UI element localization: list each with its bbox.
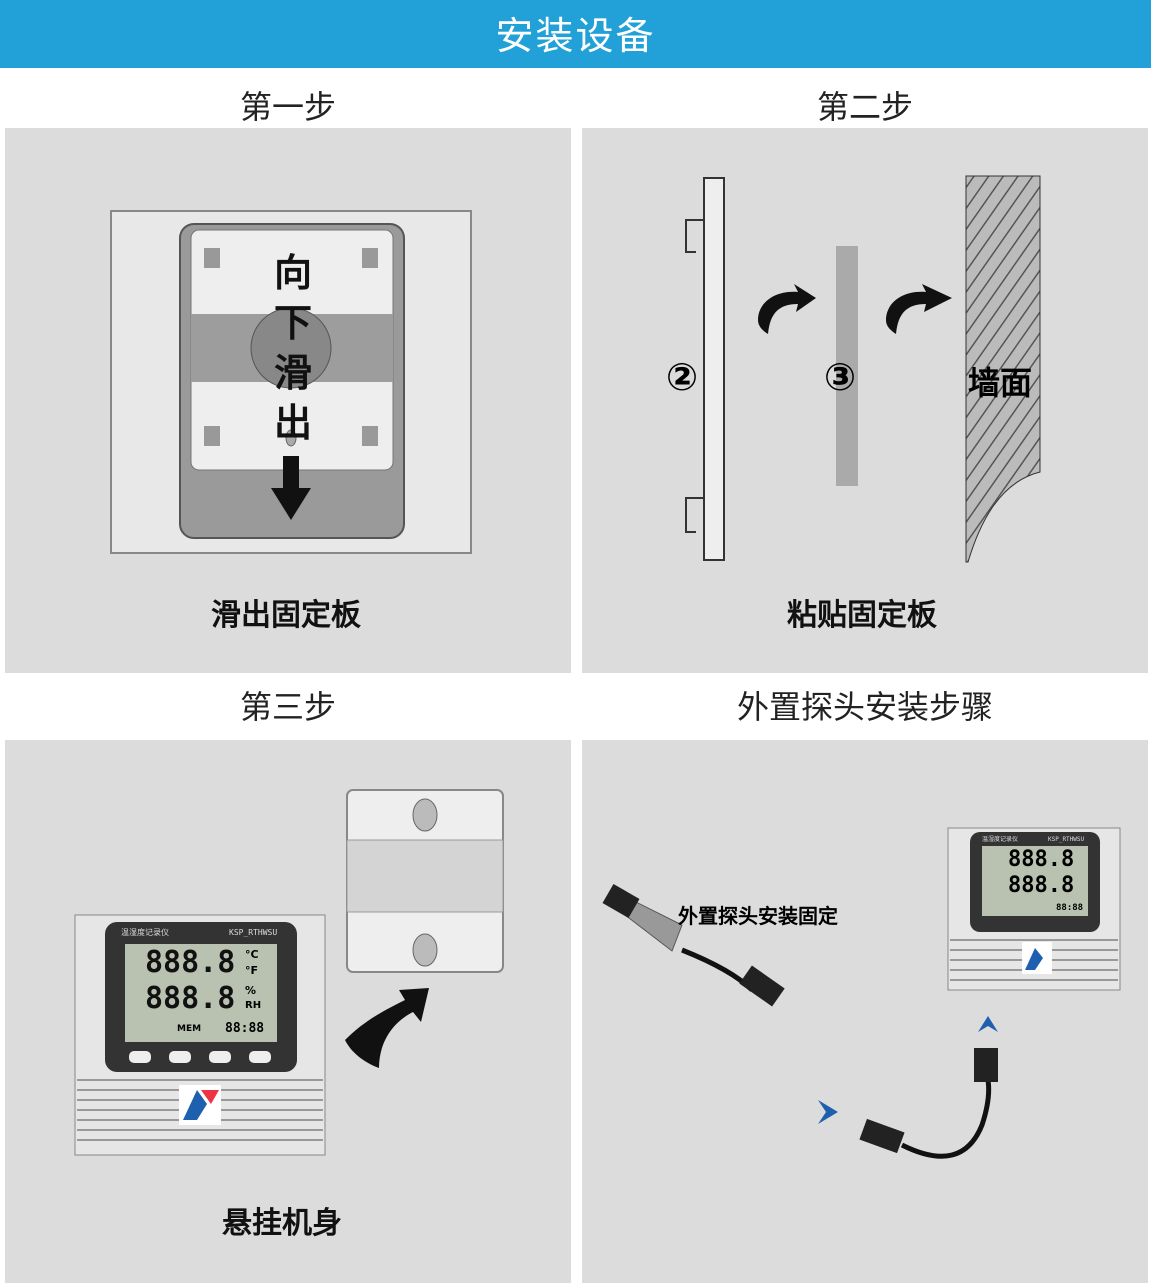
step3-caption: 悬挂机身 [222, 1206, 342, 1241]
clock-reading: 88:88 [225, 1021, 265, 1036]
curved-arrow-icon [758, 284, 816, 334]
device-name: 温湿度记录仪 [121, 928, 169, 937]
probe-device-name: 温湿度记录仪 [982, 836, 1019, 843]
mount-plate-illustration [110, 210, 472, 554]
probe-caption: 外置探头安装固定 [678, 904, 838, 928]
probe-title: 外置探头安装步骤 [736, 688, 993, 726]
probe-humidity-reading: 888.8 [1008, 873, 1075, 898]
step2-panel: ② ③ 墙面 粘贴固定板 [582, 128, 1148, 673]
marker-2: ② [666, 355, 699, 399]
step1-panel: 向下滑出 滑出固定板 [5, 128, 571, 673]
temperature-reading: 888.8 [145, 945, 236, 980]
step3-title: 第三步 [239, 688, 336, 726]
device-model: KSP_RTHWSU [229, 928, 278, 937]
slide-down-label: 向下滑出 [273, 251, 312, 445]
chevron-icon [818, 1100, 838, 1124]
step1-title: 第一步 [239, 88, 336, 126]
curved-arrow-icon [886, 284, 952, 334]
step3-panel: 温湿度记录仪 KSP_RTHWSU 888.8 °C °F 888.8 % RH… [5, 740, 571, 1283]
curved-arrow-icon [345, 988, 429, 1068]
probe-illustration [602, 827, 1121, 1159]
unit-fahrenheit: °F [245, 964, 259, 977]
arrow-down-icon [271, 456, 311, 520]
step1-caption: 滑出固定板 [211, 598, 361, 633]
step2-caption: 粘贴固定板 [787, 598, 937, 633]
hang-device-illustration [74, 789, 504, 1156]
adhesive-illustration [685, 175, 1041, 563]
chevron-up-icon [978, 1016, 998, 1032]
humidity-reading: 888.8 [145, 981, 236, 1016]
unit-percent: % [245, 984, 257, 997]
page-header: 安装设备 [0, 0, 1151, 68]
probe-device-model: KSP_RTHWSU [1048, 836, 1085, 843]
unit-rh: RH [245, 1000, 262, 1011]
mem-label: MEM [177, 1024, 202, 1034]
probe-clock-reading: 88:88 [1056, 903, 1084, 913]
marker-3: ③ [824, 355, 857, 399]
step2-title: 第二步 [816, 88, 913, 126]
unit-celsius: °C [245, 948, 259, 961]
wall-label: 墙面 [968, 364, 1033, 402]
probe-panel: 温湿度记录仪 KSP_RTHWSU 888.8 888.8 88:88 外置探头… [582, 740, 1148, 1283]
probe-temperature-reading: 888.8 [1008, 847, 1075, 872]
